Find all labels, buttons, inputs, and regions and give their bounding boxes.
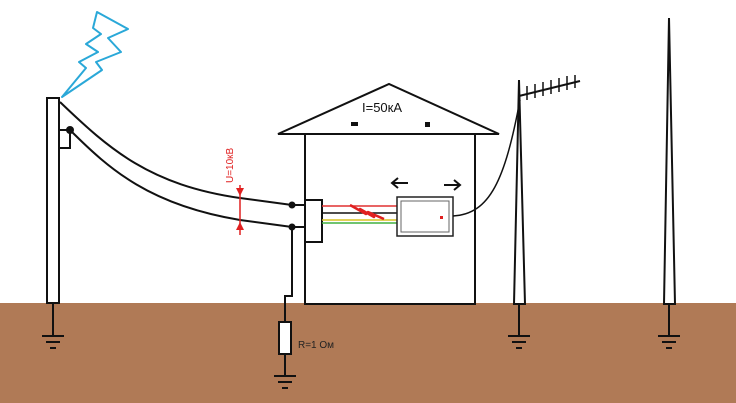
ground-symbol-icon (508, 335, 530, 349)
arrow-right-icon (444, 179, 462, 191)
voltage-marker (236, 185, 244, 235)
spark-icon (349, 203, 385, 221)
lightning-rod-mast (662, 17, 677, 305)
current-label: I=50кА (362, 100, 402, 115)
antenna-mast (512, 75, 581, 305)
ground-symbol-icon (274, 375, 296, 389)
ground-symbol-icon (658, 335, 680, 349)
ground-resistor (278, 321, 292, 355)
roof-vent-right (425, 122, 430, 127)
utility-pole (46, 97, 74, 304)
tv-device (396, 196, 454, 237)
overhead-line (59, 101, 305, 231)
house-wiring (322, 205, 397, 224)
resistance-label: R=1 Ом (298, 340, 334, 351)
electrical-panel (304, 199, 323, 243)
lightning-bolt-icon (61, 11, 129, 98)
antenna-cable (452, 99, 521, 217)
house (277, 82, 500, 305)
arrow-left-icon (390, 177, 408, 189)
ground-soil (0, 303, 736, 403)
voltage-label: U=10кВ (225, 147, 236, 183)
roof-vent-left (351, 122, 358, 126)
grounding-conductor (284, 227, 293, 322)
ground-symbol-icon (42, 335, 64, 349)
